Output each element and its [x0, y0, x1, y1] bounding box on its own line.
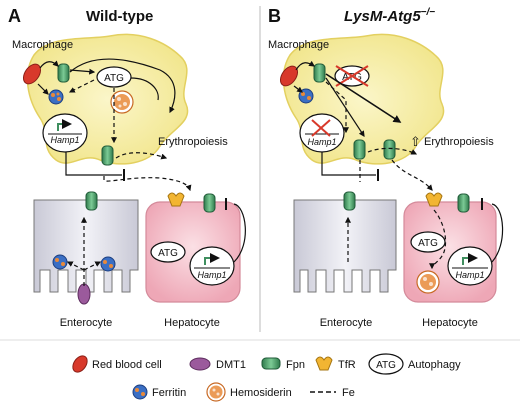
panel-b-letter: B	[268, 6, 281, 26]
panel-b-title-sup: −/−	[421, 7, 436, 18]
fpn-icon	[57, 63, 70, 83]
legend-fe-label: Fe	[342, 387, 355, 399]
legend-atg-text: ATG	[376, 360, 396, 371]
hamp1-nucleus-hepatocyte-b	[447, 246, 493, 286]
autophagy-oval-hepatocyte-a	[150, 241, 186, 263]
macrophage-label-b: Macrophage	[268, 39, 329, 51]
legend-fpn-label: Fpn	[286, 359, 305, 371]
legend-autophagy-label: Autophagy	[408, 359, 461, 371]
tfr-icon	[425, 192, 443, 207]
fpn-icon	[457, 193, 470, 213]
hemosiderin-icon	[110, 90, 134, 114]
panel-a-title: Wild-type	[86, 8, 153, 25]
atg-label-a: ATG	[104, 73, 124, 84]
ferritin-icon	[100, 256, 116, 272]
hamp1-label-hepatocyte-b: Hamp1	[455, 270, 484, 280]
legend-tfr-label: TfR	[338, 359, 356, 371]
legend: Red blood cell DMT1 Fpn TfR ATG Autophag…	[0, 339, 520, 402]
tfr-icon	[167, 192, 185, 207]
fpn-icon	[85, 191, 98, 211]
ferritin-icon	[48, 89, 64, 105]
enterocyte-cell-a	[33, 199, 139, 293]
legend-tfr-icon	[315, 356, 333, 371]
legend-red-blood-cell-label: Red blood cell	[92, 359, 162, 371]
fpn-icon	[203, 193, 216, 213]
fpn-icon	[313, 63, 326, 83]
erythropoiesis-label-a: Erythropoiesis	[158, 136, 228, 148]
enterocyte-label-a: Enterocyte	[60, 317, 113, 329]
dmt1-icon	[77, 283, 91, 305]
panel-b: B LysM-Atg5−/− Macrophage ATG Hamp1 ⇧ Er…	[268, 6, 504, 329]
legend-hemosiderin-icon	[206, 382, 226, 402]
panel-a-letter: A	[8, 6, 21, 26]
red-blood-cell-icon	[279, 65, 299, 87]
hepatocyte-label-b: Hepatocyte	[422, 317, 478, 329]
hamp1-label-b: Hamp1	[307, 137, 336, 147]
fpn-icon	[383, 139, 396, 160]
gene-promoter-icon	[57, 119, 72, 131]
atg-label-hepatocyte-b: ATG	[418, 238, 438, 249]
up-arrow-icon: ⇧	[410, 134, 421, 149]
panel-b-title: LysM-Atg5−/−	[344, 7, 435, 25]
legend-ferritin-icon	[132, 384, 148, 400]
hamp1-nucleus-a	[42, 113, 88, 153]
hamp1-nucleus-hepatocyte-a	[189, 246, 235, 286]
hamp1-label-a: Hamp1	[50, 135, 79, 145]
legend-hemosiderin-label: Hemosiderin	[230, 387, 292, 399]
red-blood-cell-icon	[22, 63, 42, 85]
legend-dmt1-icon	[189, 357, 211, 371]
legend-dmt1-label: DMT1	[216, 359, 246, 371]
fpn-icon	[101, 145, 114, 166]
autophagy-oval-a	[96, 66, 132, 88]
fpn-icon	[343, 191, 356, 211]
fpn-icon	[353, 139, 366, 160]
enterocyte-cell-b	[293, 199, 397, 293]
hepatocyte-label-a: Hepatocyte	[164, 317, 220, 329]
hemosiderin-icon	[416, 270, 440, 294]
legend-atg-oval	[368, 353, 404, 375]
atg-label-hepatocyte-a: ATG	[158, 248, 178, 259]
hamp1-label-hepatocyte-a: Hamp1	[197, 270, 226, 280]
knockdown-cross-icon	[311, 119, 331, 137]
panel-a: A Wild-type Macrophage ATG Hamp1	[8, 6, 246, 329]
macrophage-label-a: Macrophage	[12, 39, 73, 51]
legend-red-blood-cell-icon	[72, 355, 88, 373]
ferritin-icon	[52, 254, 68, 270]
panel-b-title-main: LysM-Atg5	[344, 8, 421, 25]
legend-ferritin-label: Ferritin	[152, 387, 186, 399]
knockout-cross-icon	[335, 65, 369, 87]
enterocyte-label-b: Enterocyte	[320, 317, 373, 329]
autophagy-oval-hepatocyte-b	[410, 231, 446, 253]
legend-fpn-icon	[261, 357, 281, 370]
atg-label-b: ATG	[342, 72, 362, 83]
erythropoiesis-label-b: Erythropoiesis	[424, 136, 494, 148]
